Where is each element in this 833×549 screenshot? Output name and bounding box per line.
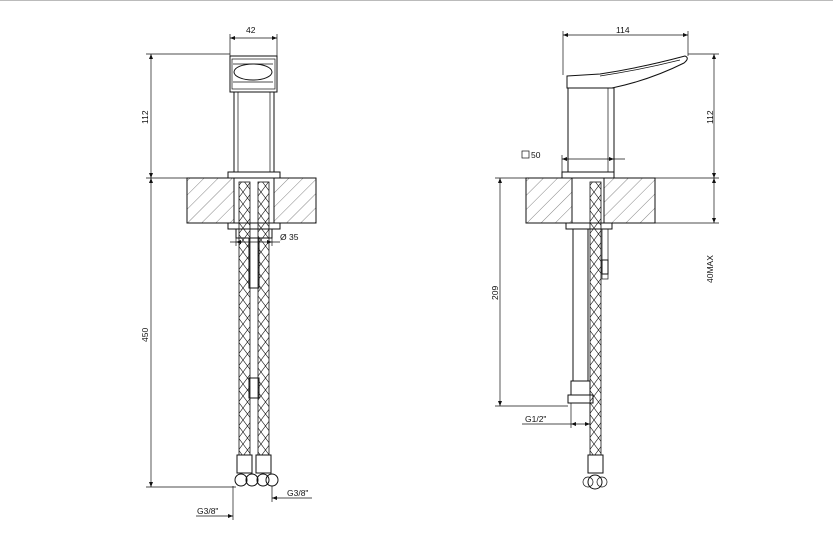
front-dim-thread-right: G3/8": [271, 486, 312, 502]
side-dim-max: 40MAX: [655, 178, 719, 283]
side-faucet-body: [561, 55, 688, 230]
side-dim-square-label: 50: [531, 150, 541, 160]
side-dim-depth-label: 209: [490, 286, 500, 300]
side-dim-height-top-label: 112: [705, 110, 715, 124]
side-dim-depth: 209: [490, 177, 568, 407]
square-symbol-icon: [521, 150, 530, 159]
top-rule: [0, 0, 833, 1]
front-view: 42 112 450 Ø 35: [140, 25, 317, 520]
front-dim-thread-right-label: G3/8": [287, 488, 308, 498]
front-dim-thread-left: G3/8": [196, 486, 234, 520]
front-dim-height-top: 112: [140, 53, 230, 179]
side-dim-length-top: 114: [562, 25, 689, 75]
front-dim-height-top-label: 112: [140, 110, 150, 124]
side-dim-height-top: 112: [655, 53, 719, 179]
front-dim-thread-left-label: G3/8": [197, 506, 218, 516]
front-countertop: [186, 177, 317, 224]
side-dim-max-label: 40MAX: [705, 255, 715, 283]
front-dim-diameter-label: Ø 35: [280, 232, 299, 242]
front-dim-length-label: 450: [140, 328, 150, 342]
side-dim-length-top-label: 114: [616, 25, 630, 35]
side-dim-thread-label: G1/2": [525, 414, 546, 424]
front-dim-diameter: Ø 35: [230, 232, 299, 246]
side-dim-square: 50: [521, 150, 625, 172]
front-hoses: [234, 181, 279, 487]
front-dim-width: 42: [229, 25, 278, 56]
front-dim-width-label: 42: [246, 25, 256, 35]
side-dim-thread: G1/2": [522, 403, 591, 428]
side-view: 114 112 40MAX 50: [490, 25, 719, 490]
front-dim-length: 450: [140, 178, 236, 488]
side-hoses: [567, 181, 609, 490]
